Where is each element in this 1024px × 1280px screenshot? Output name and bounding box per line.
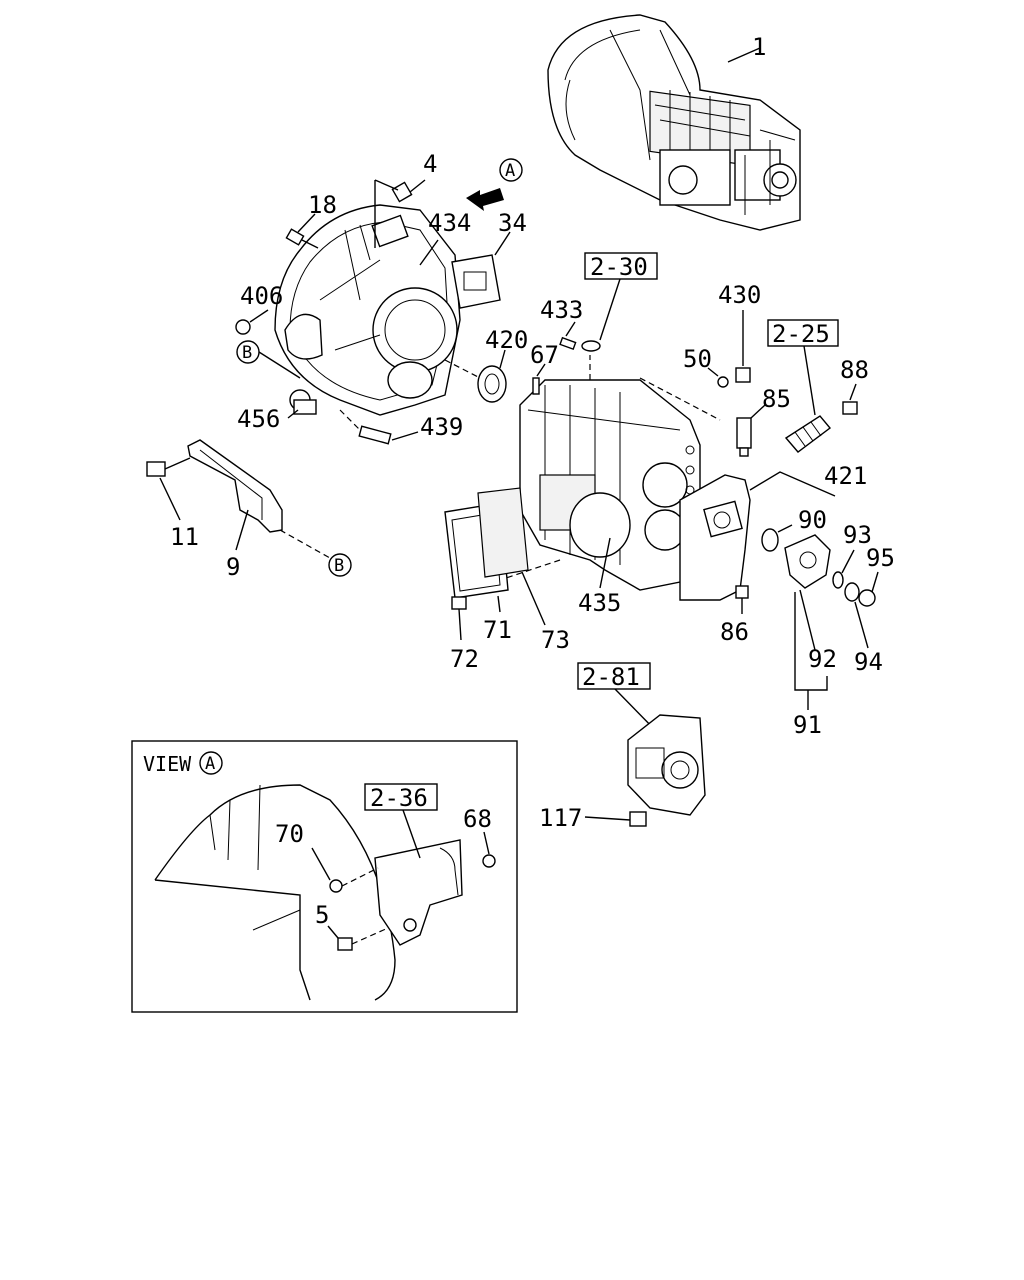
view-label: VIEW xyxy=(143,752,192,776)
callout-90: 90 xyxy=(798,506,827,534)
view-arrow-a: A xyxy=(466,158,523,211)
callout-68: 68 xyxy=(463,805,492,833)
ref-2-81: 2-81 xyxy=(582,663,640,691)
oil-seal-420: 420 xyxy=(444,326,528,403)
bolt-86: 86 xyxy=(720,585,749,646)
bolt-4: 4 xyxy=(374,150,437,248)
callout-86: 86 xyxy=(720,618,749,646)
washer-50: 50 xyxy=(683,345,729,388)
callout-18: 18 xyxy=(308,191,337,219)
marker-a-top: A xyxy=(505,161,515,181)
callout-67: 67 xyxy=(530,341,559,369)
part-435: 435 xyxy=(578,537,621,617)
callout-406: 406 xyxy=(240,282,283,310)
clutch-housing: 434 xyxy=(274,204,471,416)
callout-434: 434 xyxy=(428,209,471,237)
callout-1: 1 xyxy=(752,33,766,61)
callout-456: 456 xyxy=(237,405,280,433)
bolt-88: 88 xyxy=(840,356,869,415)
callout-88: 88 xyxy=(840,356,869,384)
callout-91: 91 xyxy=(793,711,822,739)
callout-430: 430 xyxy=(718,281,761,309)
callout-94: 94 xyxy=(854,648,883,676)
cover-gasket: 71 73 72 xyxy=(444,487,570,673)
callout-421: 421 xyxy=(824,462,867,490)
extension-housing-421: 421 xyxy=(679,462,867,601)
callout-34: 34 xyxy=(498,209,527,237)
marker-b-left-text: B xyxy=(242,343,252,363)
callout-117: 117 xyxy=(539,804,582,832)
bracket-9: B 11 9 xyxy=(146,439,352,581)
reference-2-81: 2-81 117 xyxy=(539,662,706,832)
o-ring-93: 93 xyxy=(832,521,872,589)
ref-2-36: 2-36 xyxy=(370,784,428,812)
callout-92: 92 xyxy=(808,645,837,673)
callout-93: 93 xyxy=(843,521,872,549)
bolt-439: 439 xyxy=(339,409,463,445)
nut-406: 406 xyxy=(235,282,283,335)
marker-a-view: A xyxy=(205,754,215,774)
view-a-inset: VIEW A 2-36 70 68 5 xyxy=(131,740,518,1013)
transmission-case xyxy=(499,355,721,591)
callout-11: 11 xyxy=(170,523,199,551)
callout-72: 72 xyxy=(450,645,479,673)
callout-50: 50 xyxy=(683,345,712,373)
sensor-456: 456 xyxy=(237,399,317,433)
reference-2-30: 2-30 xyxy=(581,252,658,352)
dust-cover-34: 34 xyxy=(451,209,527,309)
bolt-18: 18 xyxy=(285,191,337,249)
switch-85: 85 xyxy=(736,385,791,457)
callout-420: 420 xyxy=(485,326,528,354)
callout-85: 85 xyxy=(762,385,791,413)
callout-73: 73 xyxy=(541,626,570,654)
callout-435: 435 xyxy=(578,589,621,617)
callout-439: 439 xyxy=(420,413,463,441)
ref-2-25: 2-25 xyxy=(772,320,830,348)
transmission-assembly: 1 xyxy=(547,14,801,231)
callout-70: 70 xyxy=(275,820,304,848)
plug-430: 430 xyxy=(718,281,761,383)
flange-92: 92 91 xyxy=(784,534,837,739)
washer-94: 94 xyxy=(844,582,883,676)
marker-b-left: B xyxy=(236,340,301,379)
callout-433: 433 xyxy=(540,296,583,324)
callout-5: 5 xyxy=(315,901,329,929)
spring-pin-433: 433 xyxy=(540,296,583,351)
callout-95: 95 xyxy=(866,544,895,572)
nut-95: 95 xyxy=(858,544,895,607)
callout-4: 4 xyxy=(423,150,437,178)
reference-2-25: 2-25 xyxy=(767,319,839,453)
callout-71: 71 xyxy=(483,616,512,644)
callout-9: 9 xyxy=(226,553,240,581)
stud-67: 67 xyxy=(530,341,559,395)
ref-2-30: 2-30 xyxy=(590,253,648,281)
marker-b-bottom: B xyxy=(334,556,344,576)
seal-90: 90 xyxy=(761,506,827,552)
